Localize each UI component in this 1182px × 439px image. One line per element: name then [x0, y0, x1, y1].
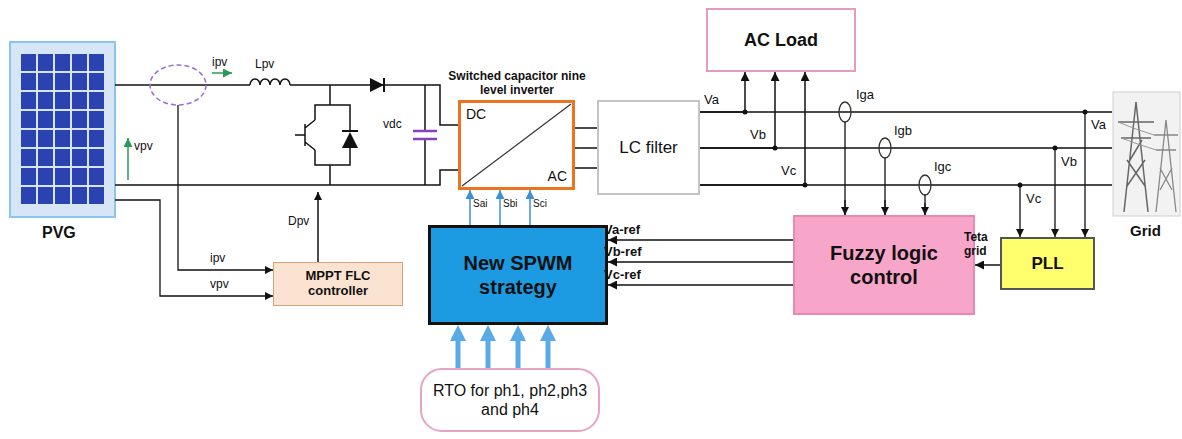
controller-box: Fuzzy logic control	[793, 215, 975, 315]
signal-label: Grid	[1130, 222, 1161, 239]
signal-label: Sai	[473, 198, 487, 210]
signal-label: Va	[1091, 118, 1106, 133]
current-sensor	[919, 175, 931, 195]
voltage-arrow	[127, 138, 129, 180]
diode-symbol	[342, 130, 358, 132]
capacitor-symbol	[413, 131, 437, 139]
signal-label: Vc	[781, 164, 796, 179]
inverter-box: Switched capacitor nine level inverterDC…	[458, 100, 575, 190]
current-sensor	[839, 102, 851, 122]
sense-line	[1054, 148, 1055, 237]
diode-symbol	[342, 132, 358, 148]
connector-arrow	[700, 72, 745, 112]
node-text: AC	[548, 168, 567, 184]
junction-dot	[1053, 146, 1058, 151]
dc-wire	[115, 84, 250, 86]
connector-line	[575, 167, 597, 169]
load-box: AC Load	[706, 8, 856, 72]
sense-arrow	[924, 203, 925, 215]
pv-cells	[20, 53, 105, 205]
signal-label: Va	[704, 93, 719, 108]
sense-line	[115, 200, 273, 296]
pll-box: PLL	[1000, 237, 1095, 290]
diode-symbol	[370, 78, 384, 92]
connector-line	[575, 127, 597, 129]
signal-label: Vb	[750, 128, 766, 143]
signal-label: Vc	[1026, 192, 1041, 207]
dc-wire	[115, 170, 458, 185]
connector-arrow	[546, 336, 551, 368]
connector-arrow	[975, 264, 1000, 266]
signal-label: Vc-ref	[604, 268, 641, 283]
signal-label: PVG	[42, 224, 76, 242]
modulation-box: New SPWM strategy	[428, 225, 608, 325]
pylon-symbol	[1154, 120, 1178, 212]
grid-picture	[1113, 92, 1180, 216]
signal-label: vpv	[134, 140, 153, 154]
sense-line	[178, 105, 273, 270]
node-title: RTO for ph1, ph2,ph3 and ph4	[432, 381, 588, 419]
connector-arrow	[529, 190, 531, 225]
diode-symbol	[383, 78, 385, 92]
sense-arrow	[884, 200, 885, 215]
node-title: AC Load	[744, 30, 818, 51]
signal-label: Lpv	[255, 58, 274, 72]
power-line	[1118, 122, 1156, 150]
duty-arrow	[317, 192, 319, 262]
signal-label: Teta grid	[964, 231, 998, 259]
current-sensor	[150, 65, 206, 105]
node-title: LC filter	[619, 138, 678, 158]
connector-arrow	[486, 336, 491, 368]
signal-label: Igc	[934, 160, 951, 175]
node-title: MPPT FLC controller	[274, 269, 402, 299]
sense-arrow	[844, 200, 845, 215]
node-title: New SPWM strategy	[431, 251, 605, 299]
connector-arrow	[700, 72, 805, 185]
sense-line	[1084, 112, 1085, 237]
switch-wire	[315, 85, 350, 185]
connector-arrow	[608, 239, 793, 241]
connector-arrow	[469, 190, 471, 225]
capacitor-lead	[424, 85, 426, 185]
signal-label: Va-ref	[604, 223, 640, 238]
controller-box: MPPT FLC controller	[273, 262, 403, 306]
converter-diagonal	[462, 104, 571, 186]
signal-label: ipv	[210, 252, 225, 266]
signal-label: Sci	[533, 198, 547, 210]
pylon-symbol	[1118, 102, 1154, 212]
connector-arrow	[456, 336, 461, 368]
connector-line	[575, 147, 597, 149]
junction-dot	[1083, 110, 1088, 115]
signal-label: Dpv	[288, 215, 309, 229]
signal-label: vpv	[210, 278, 229, 292]
sense-line	[845, 122, 925, 215]
connector-arrow	[700, 72, 775, 148]
connector-arrow	[608, 261, 793, 263]
node-title: PLL	[1031, 254, 1063, 274]
pv-panel	[10, 42, 115, 217]
inductor-symbol	[250, 79, 290, 85]
signal-label: Sbi	[503, 198, 517, 210]
current-sensor	[879, 138, 891, 158]
signal-label: vdc	[383, 118, 402, 132]
signal-label: Vb-ref	[604, 245, 642, 260]
filter-box: LC filter	[597, 100, 700, 195]
sense-line	[1019, 185, 1020, 237]
node-title: Fuzzy logic control	[795, 241, 973, 289]
signal-label: Vb	[1061, 155, 1077, 170]
transistor-symbol	[295, 120, 315, 150]
connector-arrow	[516, 336, 521, 368]
junction-dot	[1018, 183, 1023, 188]
current-arrow	[212, 72, 232, 74]
optimizer-box: RTO for ph1, ph2,ph3 and ph4	[420, 368, 600, 432]
signal-label: Igb	[894, 124, 912, 139]
signal-label: Iga	[856, 88, 874, 103]
connector-arrow	[499, 190, 501, 225]
signal-label: ipv	[212, 56, 227, 70]
node-text: DC	[466, 106, 486, 122]
node-title: Switched capacitor nine level inverter	[447, 70, 587, 98]
connector-arrow	[608, 284, 793, 286]
